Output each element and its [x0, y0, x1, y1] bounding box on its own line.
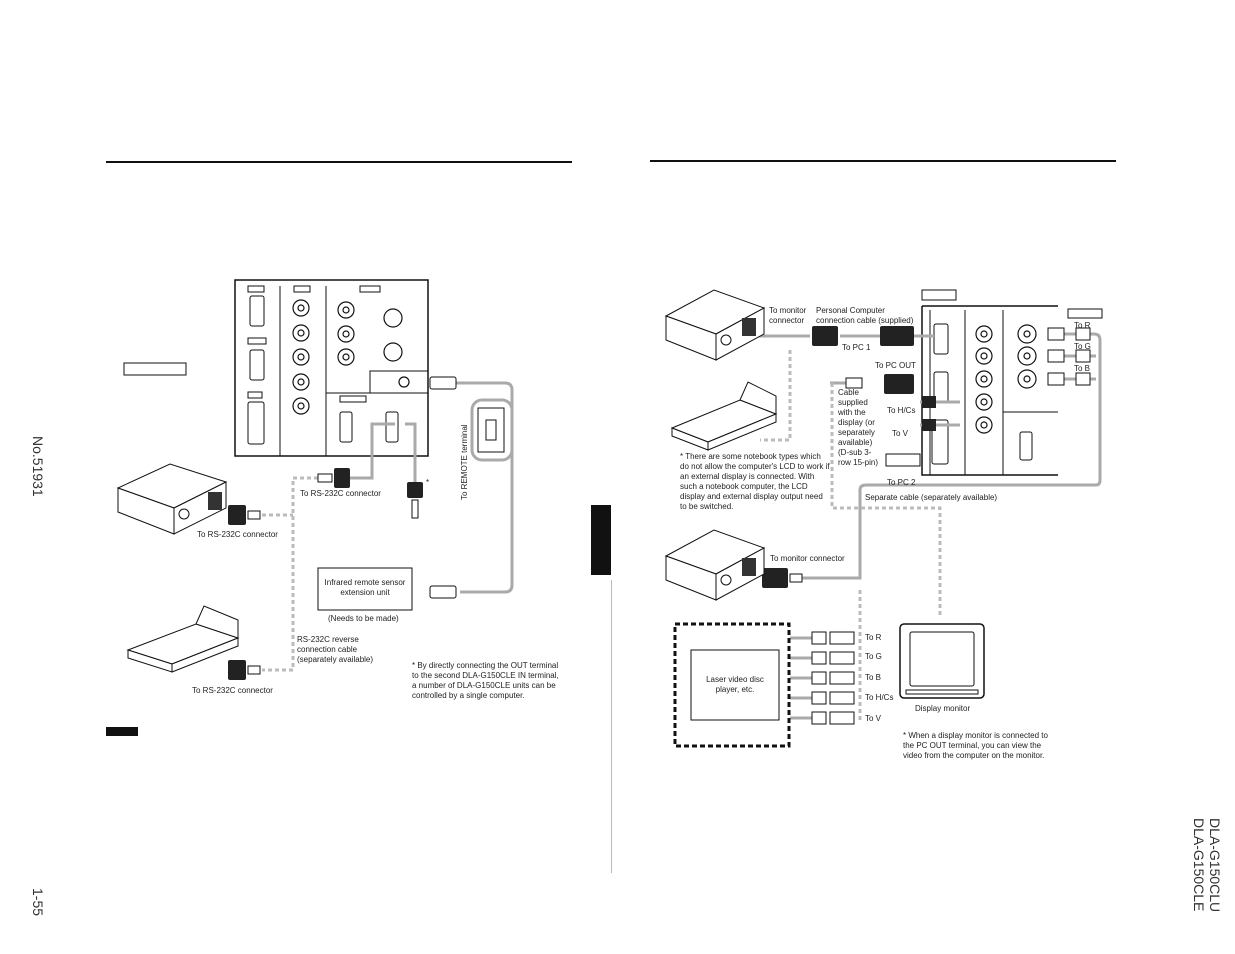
ir-unit-label: Infrared remote sensor extension unit [324, 578, 406, 597]
reverse-cable-label: RS-232C reverse connection cable (separa… [297, 635, 374, 664]
to-pc-out-label: To PC OUT [875, 361, 916, 370]
to-b-label-top: To B [1074, 364, 1091, 373]
to-v-label-top: To V [892, 429, 909, 438]
monitor-note: * When a display monitor is connected to… [903, 731, 1048, 760]
to-b-label: To B [865, 673, 882, 682]
to-monitor-connector-label-1: To monitor connector [769, 306, 807, 325]
laser-disc-label: Laser video disc player, etc. [706, 675, 764, 694]
to-hcs-label: To H/Cs [865, 693, 894, 702]
needs-to-be-made-label: (Needs to be made) [328, 614, 399, 623]
to-r-label: To R [865, 633, 882, 642]
pc-connection-cable-label: Personal Computer connection cable (supp… [816, 306, 914, 325]
to-v-label: To V [865, 714, 882, 723]
to-g-label-top: To G [1074, 342, 1091, 351]
cable-supplied-label: Cable supplied with the display (or sepa… [838, 388, 879, 467]
notebook-note: * There are some notebook types which do… [680, 452, 830, 511]
to-monitor-connector-label-2: To monitor connector [770, 554, 845, 563]
to-pc1-label: To PC 1 [842, 343, 871, 352]
asterisk-mark: * [426, 478, 430, 487]
to-r-label-top: To R [1074, 321, 1091, 330]
rs232c-connector-label-pc2: To RS-232C connector [192, 686, 273, 695]
to-g-label: To G [865, 652, 882, 661]
left-header-rule [106, 161, 572, 163]
to-hcs-label-top: To H/Cs [887, 406, 916, 415]
display-monitor-label: Display monitor [915, 704, 971, 713]
left-footnote: * By directly connecting the OUT termina… [412, 661, 559, 700]
right-header-rule [650, 160, 1116, 162]
separate-cable-label: Separate cable (separately available) [865, 493, 998, 502]
section-divider [611, 580, 612, 873]
section-tab [591, 505, 611, 575]
rs232c-connector-label-pc1: To RS-232C connector [197, 530, 278, 539]
rs232c-connector-label-top: To RS-232C connector [300, 489, 381, 498]
to-pc2-label: To PC 2 [887, 478, 916, 487]
